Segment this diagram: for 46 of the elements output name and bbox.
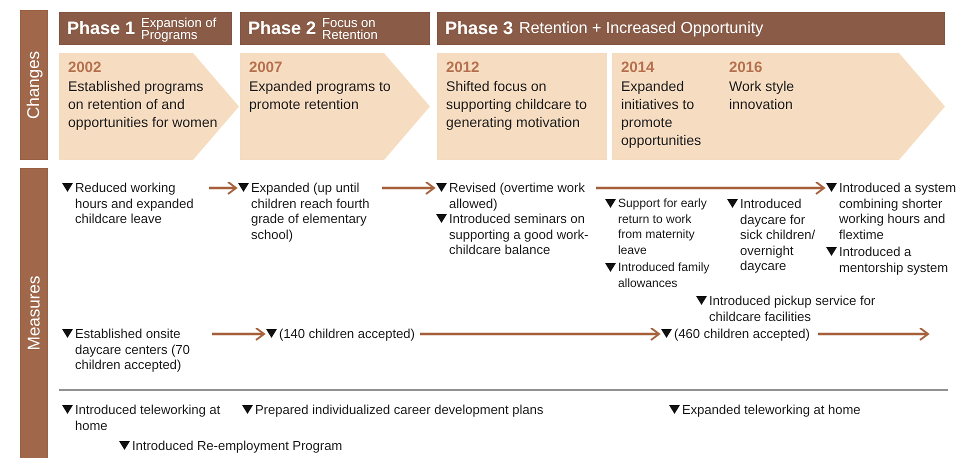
measure-text: (460 children accepted)	[674, 326, 810, 342]
change-description: Expanded programs to promote retention	[249, 77, 392, 113]
year-label: 2002	[68, 59, 102, 76]
measure-text: Established onsite daycare centers (70 children accepted)	[75, 326, 191, 372]
measure-text: Introduced a system combining shorter working hours and flextime	[839, 180, 958, 242]
year-label: 2007	[249, 59, 282, 76]
phase-header	[59, 12, 232, 45]
measure-text: Introduced family allowances	[618, 260, 710, 291]
measure-text: Expanded teleworking at home	[682, 402, 861, 418]
year-label: 2014	[621, 59, 654, 76]
section-title: Changes	[24, 50, 44, 120]
change-description: Work style innovation	[729, 77, 796, 113]
year-label: 2012	[446, 59, 480, 76]
change-description: Established programs on retention of and opportunities for women	[68, 77, 218, 131]
phase-header	[437, 12, 945, 45]
arrow	[209, 181, 237, 195]
measure-text: Revised (overtime work allowed)	[449, 180, 586, 211]
phase-subtitle: Focus on Retention	[322, 16, 379, 40]
arrow	[382, 181, 435, 195]
measure-text: (140 children accepted)	[279, 326, 415, 342]
section-band	[20, 168, 48, 458]
measure-text: Reduced working hours and expanded childcare leave	[75, 180, 195, 226]
phase-title: Phase 1	[67, 18, 136, 39]
measure-text: Expanded (up until children reach fourth grade of elementary school)	[251, 180, 371, 242]
phase-title: Phase 3	[445, 18, 514, 39]
arrow	[212, 327, 265, 341]
measure-text: Introduced pickup service for childcare facilities	[709, 293, 876, 324]
measure-text: Introduced seminars on supporting a good work-childcare balance	[449, 211, 590, 258]
arrow	[818, 327, 929, 341]
phase-subtitle: Expansion of Programs	[141, 16, 218, 40]
measure-text: Introduced a mentorship system	[839, 244, 950, 275]
measure-text: Prepared individualized career development plans	[255, 402, 544, 418]
phase-subtitle: Retention + Increased Opportunity	[519, 20, 764, 38]
measure-text: Introduced Re-employment Program	[132, 438, 342, 454]
change-description: Expanded initiatives to promote opportunities	[621, 77, 702, 149]
phase-header	[240, 12, 430, 45]
section-title: Measures	[24, 276, 44, 350]
measure-text: Introduced teleworking at home	[75, 402, 222, 433]
measure-text: Introduced daycare for sick children/ overnight daycare	[740, 196, 816, 274]
phase-title: Phase 2	[248, 18, 316, 39]
year-label: 2016	[729, 59, 762, 76]
arrow	[596, 181, 825, 195]
measure-text: Support for early return to work from maternity leave	[618, 196, 708, 258]
change-description: Shifted focus on supporting childcare to generating motivation	[446, 77, 588, 131]
arrow	[420, 327, 660, 341]
section-band	[20, 10, 48, 160]
